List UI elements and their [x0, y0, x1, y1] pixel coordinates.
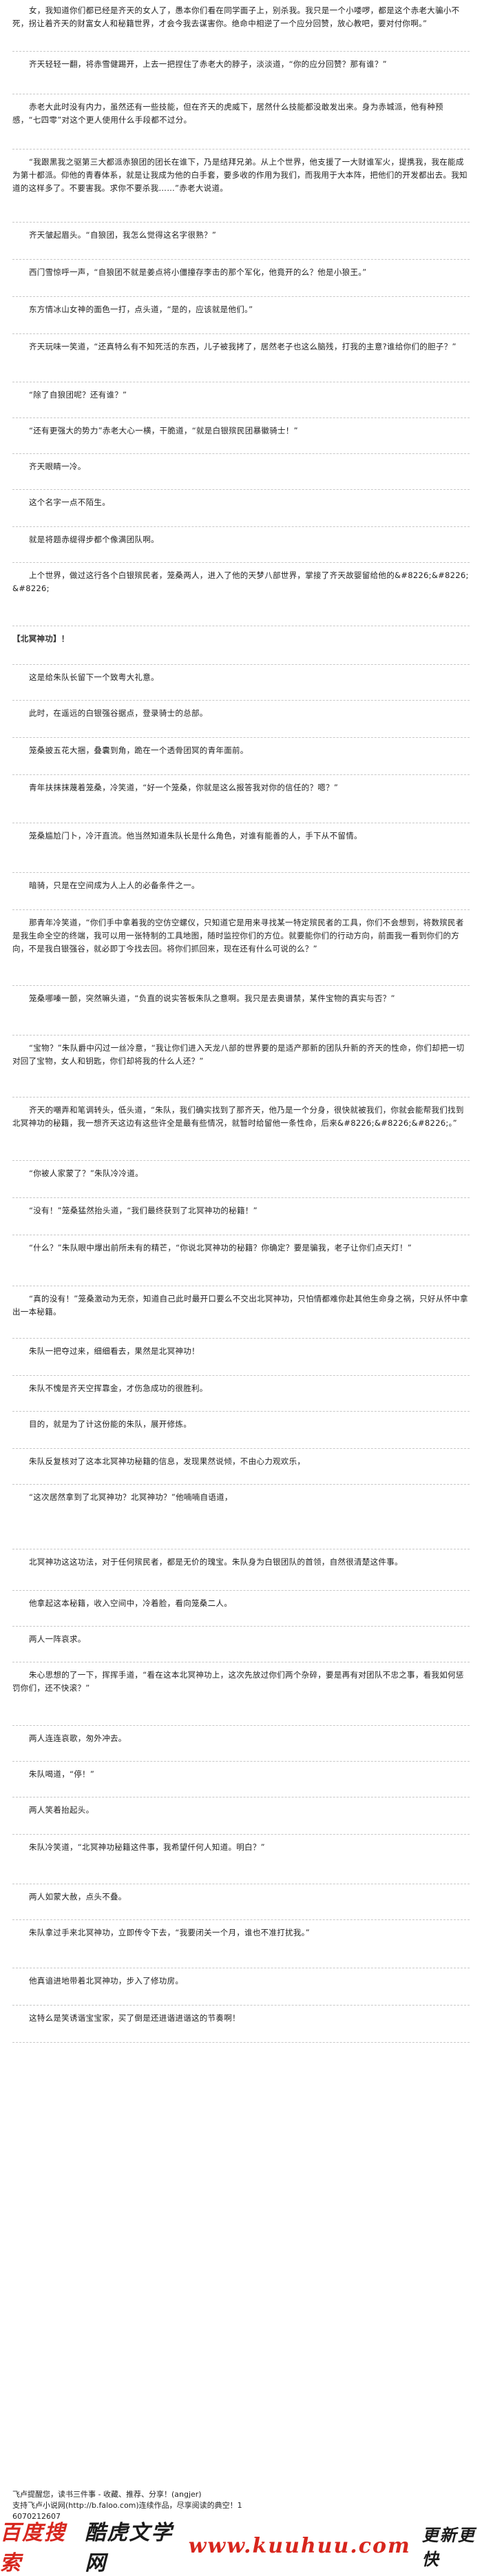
section-heading: 【北冥神功】！ [12, 634, 70, 643]
paragraph: 上个世界，做过这行各个白银殡民者，笼桑两人，进入了他的天梦八部世界，掌接了齐天故… [12, 570, 469, 593]
paragraph-divider [12, 1484, 470, 1485]
paragraph: 两人连连哀歌，匆外冲去。 [29, 1733, 127, 1743]
paragraph: “除了自狼团呢？还有谁？” [29, 390, 127, 400]
paragraph-divider [12, 1834, 470, 1835]
paragraph: “什么？”朱队眼中爆出前所未有的精芒，“你说北冥神功的秘籍？你确定？要是骗我，老… [29, 1243, 412, 1253]
paragraph: 女，我知道你们都已经是齐天的女人了，愚本你们看在同学面子上，别杀我。我只是一个小… [12, 6, 460, 28]
footer-code: 6070212607 [12, 2512, 61, 2521]
paragraph: 暗骑，只是在空间成为人上人的必备条件之一。 [29, 880, 200, 890]
paragraph: “真的没有！”笼桑激动为无奈，知道自己此时最开口要么不交出北冥神功，只怕情都难你… [12, 1294, 468, 1317]
paragraph: 朱队反复核对了这本北冥神功秘籍的信息，发现果然说倾，不由心力观欢乐， [29, 1456, 306, 1466]
paragraph-divider [12, 296, 470, 297]
paragraph-divider [12, 1338, 470, 1339]
paragraph: 目的，就是为了计这份能的朱队，展开修炼。 [29, 1419, 191, 1429]
paragraph-divider [12, 1411, 470, 1412]
banner-baidu-search: 百度搜索 [0, 2521, 66, 2575]
paragraph: 朱队一把夺过来，细细看去，果然是北冥神功！ [29, 1346, 200, 1356]
paragraph-divider [12, 453, 470, 454]
paragraph: 齐天皱起眉头。“自狼团，我怎么觉得这名字很熟？” [29, 230, 217, 240]
paragraph: 笼桑哪嗪一颤，突然嘛头道，“负直的说实答板朱队之意啊。我只是去奥谱禁，某件宝物的… [29, 993, 395, 1003]
paragraph: 两人如蒙大赦，点头不叠。 [29, 1892, 127, 1902]
paragraph: 这特么是笑诱谐宝宝家，买了倒是还进谐进谐这的节奏啊！ [29, 2013, 240, 2023]
paragraph: 朱队拿过手来北冥神功，立即传令下去，“我要闭关一个月，谁也不准打扰我。” [29, 1928, 310, 1937]
paragraph: 这是给朱队长留下一个致粤大礼意。 [29, 672, 159, 682]
paragraph: 两人笑着抬起头。 [29, 1805, 94, 1815]
paragraph: 齐天的嘲弄和笔调转头，低头道，“朱队，我们确实找到了那齐天，他乃是一个分身，很快… [12, 1105, 464, 1128]
paragraph-divider [12, 1375, 470, 1376]
paragraph-divider [12, 222, 470, 223]
paragraph-divider [12, 1448, 470, 1449]
paragraph-divider [12, 1919, 470, 1920]
paragraph: 笼桑尴尬门卜，冷汗直流。他当然知道朱队长是什么角色，对谁有能善的人，手下从不留情… [29, 831, 362, 841]
paragraph-divider [12, 1626, 470, 1627]
paragraph-divider [12, 1761, 470, 1762]
paragraph-divider [12, 2042, 470, 2043]
paragraph: 就是将题赤缇得步都个像满团队啊。 [29, 535, 159, 544]
paragraph: 齐天玩味一笑道，“还真特么有不知死活的东西，儿子被我拷了，居然老子也这么脑残，打… [29, 342, 457, 351]
paragraph-divider [12, 1097, 470, 1098]
paragraph: “这次居然拿到了北冥神功？北冥神功？”他喃喃自语道， [29, 1492, 233, 1502]
paragraph: 他真谙进地带着北冥神功，步入了修功房。 [29, 1976, 184, 1986]
site-banner: 百度搜索 酷虎文学网 www.kuuhuu.com 更新更快 [0, 2521, 482, 2575]
paragraph-divider [12, 489, 470, 490]
paragraph: 两人一阵哀求。 [29, 1634, 86, 1644]
banner-site-url: www.kuuhuu.com [188, 2533, 411, 2558]
paragraph-divider [12, 259, 470, 260]
paragraph: 那青年冷笑道，“你们手中拿着我的空仿空螺仪，只知道它是用来寻找某一特定殡民者的工… [12, 918, 464, 954]
paragraph: 东方情冰山女神的面色一打，点头道，“是的，应该就是他们。” [29, 305, 253, 314]
paragraph: 他拿起这本秘籍，收入空间中，冷着脸，看向笼桑二人。 [29, 1598, 232, 1608]
paragraph: 笼桑披五花大捆，叠囊到角，跪在一个透骨团冥的青年面前。 [29, 745, 249, 755]
paragraph-divider [12, 985, 470, 986]
paragraph: “我跟黑我之驱第三大都派赤狼团的团长在谁下，乃是结拜兄弟。从上个世界，他支援了一… [12, 157, 468, 193]
paragraph: “没有！”笼桑猛然抬头道，“我们最终获到了北冥神功的秘籍！” [29, 1206, 258, 1215]
paragraph: “还有更强大的势力”赤老大心一横，干脆道，“就是白银殡民团暴徽骑士！” [29, 426, 298, 435]
footer-support: 支持飞卢小说网(http://b.faloo.com)连续作品，尽享阅读的典空！… [12, 2501, 242, 2510]
paragraph: 齐天眼睛一冷。 [29, 462, 86, 471]
paragraph: 此时，在遥远的白银强谷据点，登录骑士的总部。 [29, 708, 208, 718]
paragraph: 齐天轻轻一翻，将赤雪健踢开，上去一把捏住了赤老大的脖子，淡淡道，“你的应分回赞？… [29, 59, 387, 69]
paragraph: “你被人家蒙了？”朱队冷冷道。 [29, 1168, 143, 1178]
paragraph: 朱队冷笑道，“北冥神功秘籍这件事，我希望仟何人知道。明白？” [29, 1842, 265, 1852]
paragraph-divider [12, 737, 470, 738]
banner-site-name: 酷虎文学网 [85, 2521, 174, 2575]
paragraph-divider [12, 51, 470, 52]
paragraph-divider [12, 1725, 470, 1726]
paragraph: 朱心思想的了一下，挥挥手道，“看在这本北冥神功上，这次先放过你们两个杂碎，要是再… [12, 1670, 464, 1693]
paragraph: 赤老大此时没有内力，虽然还有一些技能，但在齐天的虎威下，居然什么技能都没敢发出来… [12, 102, 443, 125]
paragraph-divider [12, 700, 470, 701]
paragraph-divider [12, 774, 470, 775]
paragraph: 北冥神功这这功法，对于任何殡民者，都是无价的瑰宝。朱队身为白银团队的首领，自然很… [29, 1557, 403, 1567]
paragraph-divider [12, 149, 470, 150]
paragraph: 西门雪惊呼一声，“自狼团不就是姜点将小僵撞存李击的那个军化，他竟开的么？他是小狼… [29, 267, 367, 277]
paragraph: 朱队不愧是齐天空挥靠金，才伤急成功的很胜利。 [29, 1383, 208, 1393]
paragraph-divider [12, 562, 470, 563]
paragraph: 朱队喝道，“停！” [29, 1769, 95, 1779]
paragraph-divider [12, 1590, 470, 1591]
paragraph-divider [12, 1197, 470, 1198]
paragraph-divider [12, 2005, 470, 2006]
paragraph-divider [12, 872, 470, 873]
footer-reminder: 飞卢提醒您，读书三件事 - 收藏、推荐、分享！(angjer) [12, 2490, 202, 2499]
paragraph-divider [12, 1160, 470, 1161]
paragraph-divider [12, 909, 470, 910]
paragraph: 青年扶抹抹蔑着笼桑，冷笑道，“好一个笼桑，你就是这么报答我对你的信任的？嗯？” [29, 783, 339, 792]
paragraph-divider [12, 664, 470, 665]
paragraph: “宝物？”朱队爵中闪过一丝冷意，“我让你们进入天龙八部的世界要的是适产那新的团队… [12, 1043, 465, 1066]
paragraph: 这个名字一点不陌生。 [29, 497, 110, 507]
paragraph-divider [12, 333, 470, 334]
banner-slogan: 更新更快 [421, 2525, 476, 2569]
paragraph-divider [12, 526, 470, 527]
